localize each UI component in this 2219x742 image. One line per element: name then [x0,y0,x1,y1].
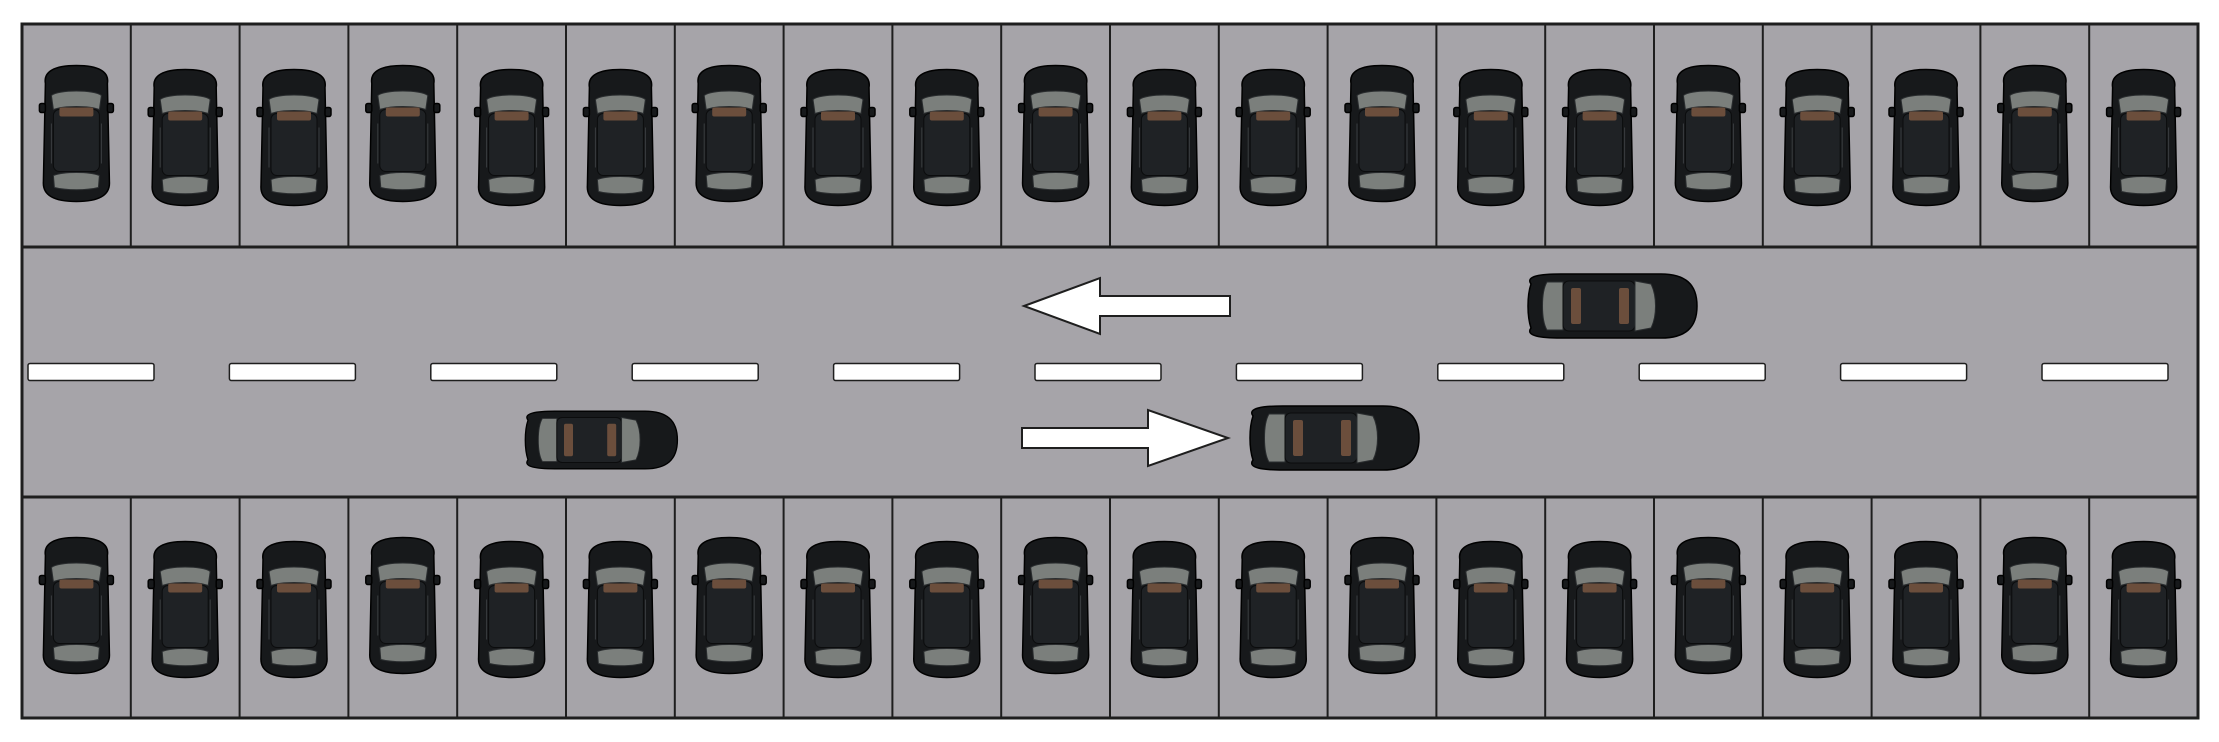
parked-car [1126,540,1203,679]
parked-car [800,68,876,207]
parked-car [1344,536,1420,675]
lane-dash [1437,362,1565,382]
moving-car-shape [524,410,679,470]
lane-divider [27,362,2169,382]
parked-car [800,540,876,679]
lane-dash [228,362,357,382]
lane-dash [2041,362,2169,382]
parked-car [1779,68,1855,207]
lane-dash [1839,362,1968,382]
parked-car [1779,540,1855,679]
lane-dash [430,362,558,382]
parked-car [1997,536,2073,675]
parked-car [1235,540,1311,679]
lane-dash [1034,362,1162,382]
parked-car [256,68,332,207]
parked-car [1344,64,1420,203]
parked-car [1888,540,1964,679]
arrow-right-icon [1021,408,1232,468]
parked-car [147,540,223,679]
parked-car [582,540,659,679]
parked-car [1017,64,1094,203]
parked-car [582,68,659,207]
parked-car [473,68,550,207]
parked-car [1017,536,1094,675]
parked-car [909,540,985,679]
black-car-lower [1249,405,1420,471]
highlighted-car [524,410,679,470]
arrow-left-icon [1021,276,1231,336]
parked-car [1453,68,1529,207]
lane-dash [27,362,155,382]
parking-row-top [22,24,2198,249]
parked-car [691,64,767,203]
lane-dash [1235,362,1364,382]
parked-car [365,64,441,203]
lane-dash [631,362,759,382]
parked-car [1453,540,1529,679]
parked-car [1997,64,2073,203]
parked-car [1888,68,1964,207]
lane-dash [832,362,961,382]
moving-car-shape [1527,273,1698,339]
lane-dash [1638,362,1766,382]
parked-car [38,64,115,203]
parked-car [473,540,550,679]
parked-car [38,536,115,675]
parked-car [365,536,441,675]
black-car-upper [1527,273,1698,339]
parked-car [2105,68,2182,207]
parked-car [2105,540,2182,679]
parked-car [1670,64,1747,203]
parking-row-bottom [22,495,2198,718]
parked-car [909,68,985,207]
parked-car [1670,536,1747,675]
parked-car [1126,68,1203,207]
parked-car [147,68,223,207]
parked-car [256,540,332,679]
parked-car [691,536,767,675]
moving-car-shape [1249,405,1420,471]
parked-car [1561,68,1638,207]
parked-car [1235,68,1311,207]
parked-car [1561,540,1638,679]
